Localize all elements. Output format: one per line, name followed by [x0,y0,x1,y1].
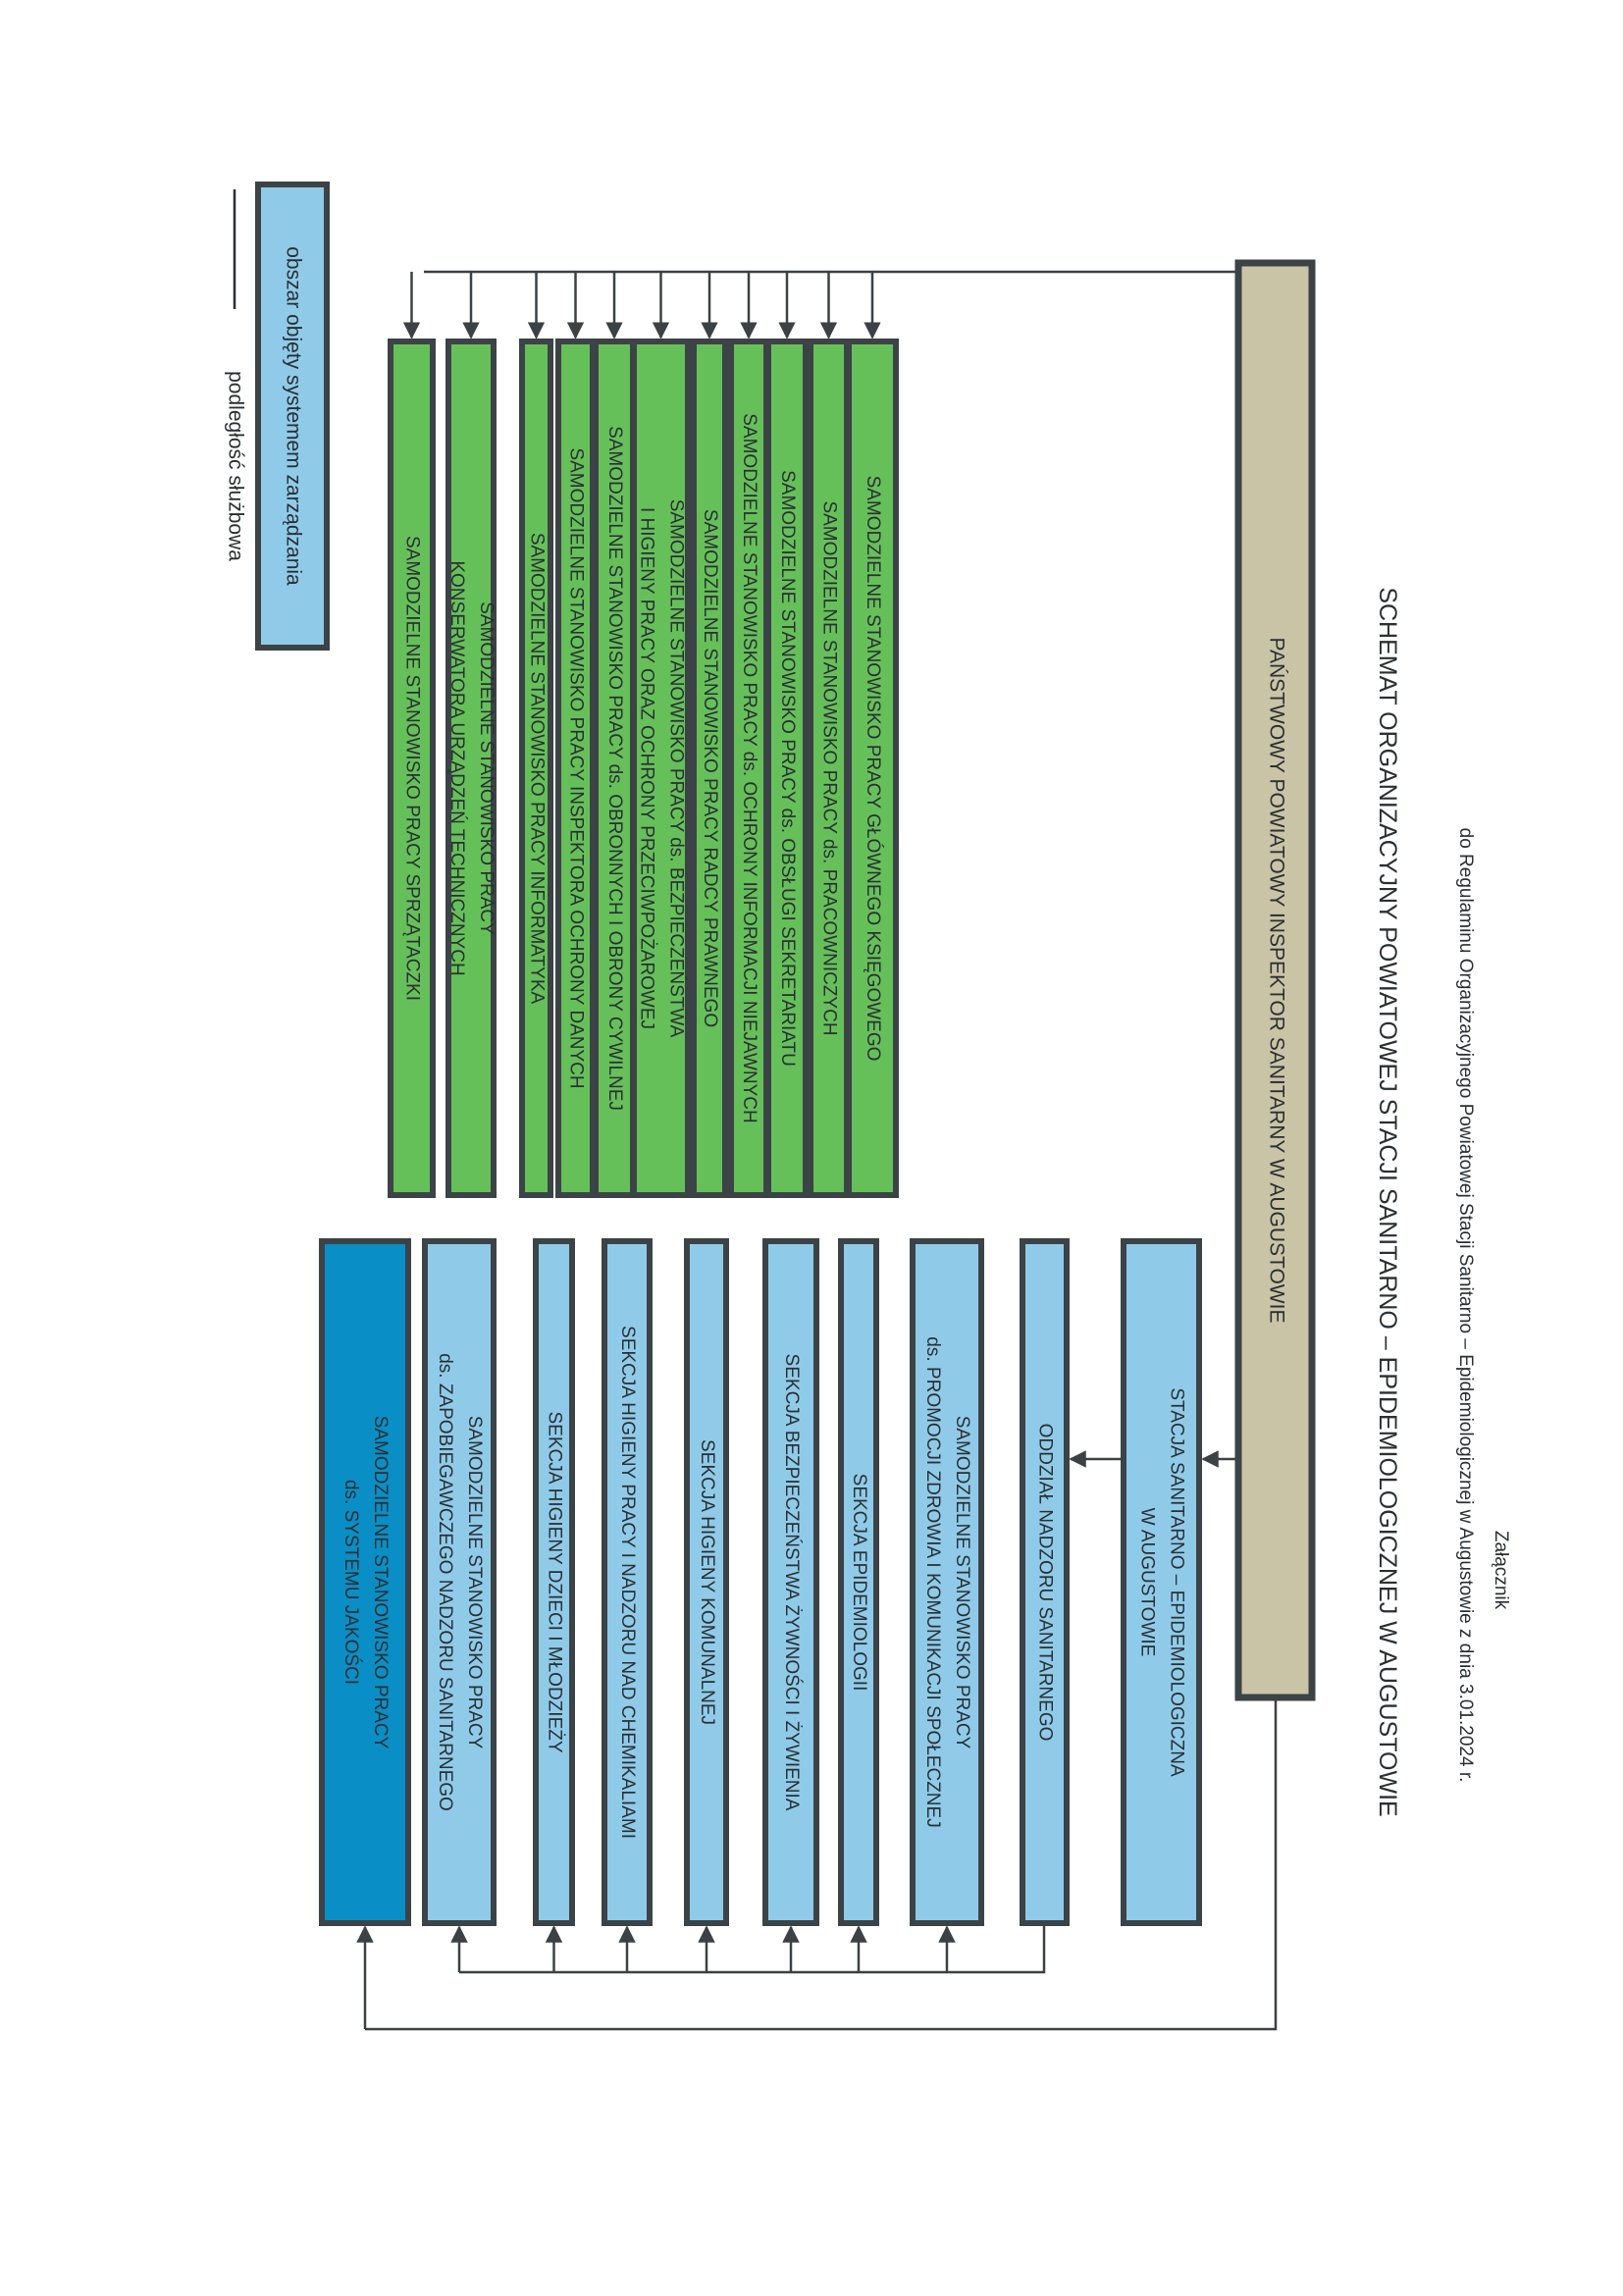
green-unit-box[interactable]: SAMODZIELNE STANOWISKO PRACY ds. PRACOWN… [808,339,850,1198]
blue-unit-box-label: ds. PROMOCJI ZDROWIA I KOMUNIKACJI SPOŁE… [922,1336,943,1827]
blue-units: STACJA SANITARNO – EPIDEMIOLOGICZNA W AUG… [319,1238,1202,1926]
blue-unit-box[interactable]: SAMODZIELNE STANOWISKO PRACY ds. PROMOCJI… [910,1238,984,1926]
regulation-subtitle: do Regulaminu Organizacyjnego Powiatowej… [1455,828,1476,1783]
green-unit-box-label: SAMODZIELNE STANOWISKO PRACY RADCY PRAWN… [700,509,720,1027]
green-unit-box[interactable]: SAMODZIELNE STANOWISKO PRACY INSPEKTORA … [555,339,596,1198]
legend-area-label: obszar objęty systemem zarządzania [282,246,304,586]
quality-box-label: ds. SYSTEMU JAKOŚCI [340,1480,362,1685]
header: Załącznik do Regulaminu Organizacyjnego … [1374,587,1511,1816]
station-box[interactable]: STACJA SANITARNO – EPIDEMIOLOGICZNA W AUG… [1121,1238,1202,1926]
green-unit-box-label: SAMODZIELNE STANOWISKO PRACY ds. OBSŁUGI… [777,470,798,1067]
green-unit-box-label: SAMODZIELNE STANOWISKO PRACY INFORMATYKA [526,533,547,1005]
green-unit-box-label: SAMODZIELNE STANOWISKO PRACY ds. PRACOWN… [818,500,839,1035]
blue-unit-box-label: SEKCJA HIGIENY PRACY I NADZORU NAD CHEMI… [617,1326,638,1839]
station-box-label: W AUGUSTOWIE [1136,1508,1157,1657]
green-unit-box-label: SAMODZIELNE STANOWISKO PRACY GŁÓWNEGO KS… [863,476,884,1062]
legend-area-swatch: obszar objęty systemem zarządzania [255,182,330,651]
green-unit-box[interactable]: SAMODZIELNE STANOWISKO PRACY INFORMATYKA [519,339,553,1198]
blue-unit-box-label: SEKCJA HIGIENY DZIECI I MŁODZIEŻY [544,1411,564,1752]
blue-unit-box-label: SEKCJA BEZPIECZEŃSTWA ŻYWNOŚCI I ŻYWIENI… [781,1354,803,1811]
blue-unit-box-label: SAMODZIELNE STANOWISKO PRACY [464,1416,485,1749]
blue-unit-box[interactable]: SEKCJA BEZPIECZEŃSTWA ŻYWNOŚCI I ŻYWIENI… [762,1238,819,1926]
quality-bus-line [365,1697,1278,2031]
inspector-label: PAŃSTWOWY POWIATOWY INSPEKTOR SANITARNY … [1265,638,1287,1324]
green-unit-box-label: SAMODZIELNE STANOWISKO PRACY SPRZĄTACZKI [401,536,422,1001]
page-title: SCHEMAT ORGANIZACYJNY POWIATOWEJ STACJI … [1374,587,1401,1816]
green-unit-box-label: KONSERWATORA URZĄDZEŃ TECHNICZNYCH [446,560,467,975]
green-bus-line [424,263,1277,274]
green-unit-box-label: SAMODZIELNE STANOWISKO PRACY ds. BEZPIEC… [665,499,686,1038]
division-box[interactable]: ODDZIAŁ NADZORU SANITARNEGO [1020,1238,1070,1926]
blue-unit-box-label: SEKCJA HIGIENY KOMUNALNEJ [697,1439,717,1725]
division-box-label: ODDZIAŁ NADZORU SANITARNEGO [1034,1424,1055,1742]
blue-unit-box[interactable]: SEKCJA HIGIENY DZIECI I MŁODZIEŻY [533,1238,575,1926]
attachment-label: Załącznik [1491,1531,1511,1610]
green-unit-box[interactable]: SAMODZIELNE STANOWISKO PRACY KONSERWATORA… [445,339,497,1198]
blue-unit-box[interactable]: SAMODZIELNE STANOWISKO PRACY ds. ZAPOBIEG… [422,1238,497,1926]
green-unit-box-label: SAMODZIELNE STANOWISKO PRACY ds. OBRONNY… [604,426,625,1111]
division-bus-line [459,1923,1046,1974]
blue-unit-box-label: ds. ZAPOBIEGAWCZEGO NADZORU SANITARNEGO [435,1353,455,1811]
green-unit-box-label: SAMODZIELNE STANOWISKO PRACY INSPEKTORA … [565,447,586,1088]
green-unit-box[interactable]: SAMODZIELNE STANOWISKO PRACY ds. OBRONNY… [593,339,636,1198]
blue-unit-box-label: SAMODZIELNE STANOWISKO PRACY [952,1416,972,1749]
green-unit-box-label: SAMODZIELNE STANOWISKO PRACY ds. OCHRONY… [739,413,759,1123]
green-unit-box[interactable]: SAMODZIELNE STANOWISKO PRACY ds. BEZPIEC… [631,339,691,1198]
green-unit-box[interactable]: SAMODZIELNE STANOWISKO PRACY SPRZĄTACZKI [388,339,436,1198]
inspector-box[interactable]: PAŃSTWOWY POWIATOWY INSPEKTOR SANITARNY … [1234,259,1316,1701]
green-unit-box-label: I HIGIENY PRACY ORAZ OCHRONY PRZECIWPOŻA… [636,507,656,1029]
legend-line-label: podległość służbowa [224,371,246,561]
green-unit-box[interactable]: SAMODZIELNE STANOWISKO PRACY GŁÓWNEGO KS… [846,339,899,1198]
green-unit-box[interactable]: SAMODZIELNE STANOWISKO PRACY ds. OCHRONY… [728,339,769,1198]
quality-box[interactable]: SAMODZIELNE STANOWISKO PRACY ds. SYSTEMU … [319,1238,411,1926]
green-unit-box[interactable]: SAMODZIELNE STANOWISKO PRACY RADCY PRAWN… [691,339,728,1198]
blue-unit-box[interactable]: SEKCJA EPIDEMIOLOGII [838,1238,879,1926]
green-units: SAMODZIELNE STANOWISKO PRACY GŁÓWNEGO KS… [388,339,899,1198]
green-unit-box-label: SAMODZIELNE STANOWISKO PRACY [476,601,497,935]
blue-unit-box-label: SEKCJA EPIDEMIOLOGII [849,1474,869,1692]
legend: obszar objęty systemem zarządzania podle… [224,182,330,651]
blue-unit-box[interactable]: SEKCJA HIGIENY PRACY I NADZORU NAD CHEMI… [602,1238,653,1926]
green-unit-box[interactable]: SAMODZIELNE STANOWISKO PRACY ds. OBSŁUGI… [765,339,809,1198]
quality-box-label: SAMODZIELNE STANOWISKO PRACY [370,1416,391,1749]
station-box-label: STACJA SANITARNO – EPIDEMIOLOGICZNA [1166,1387,1186,1777]
blue-unit-box[interactable]: SEKCJA HIGIENY KOMUNALNEJ [684,1238,729,1926]
connectors [356,263,1278,2031]
